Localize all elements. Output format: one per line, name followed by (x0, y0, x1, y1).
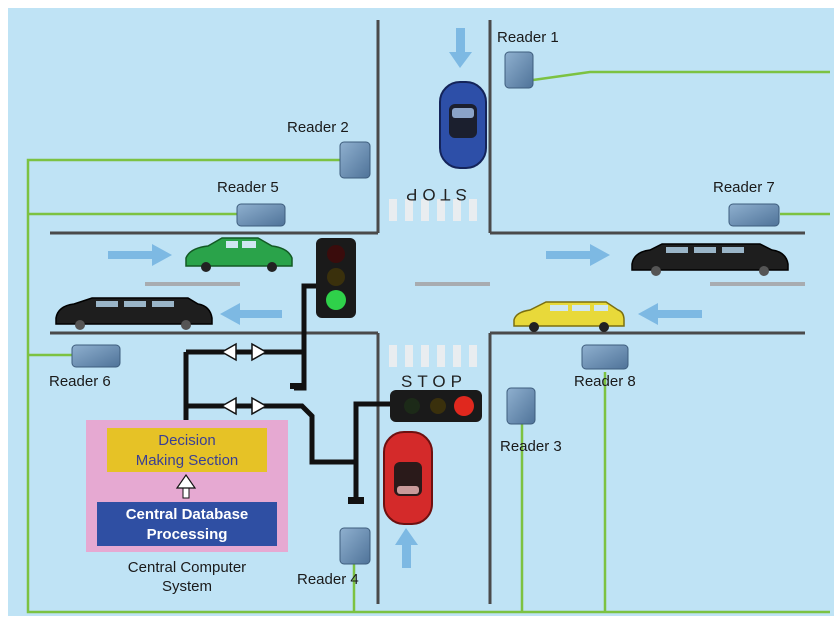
car-yellow-icon (513, 301, 625, 332)
car-green-icon (185, 237, 293, 272)
car-blue-icon (439, 81, 487, 169)
decision-label-line1: Decision (158, 432, 216, 449)
system-label-line2: System (162, 578, 212, 595)
reader-7-icon (728, 203, 780, 227)
arrow-left-icon (638, 303, 702, 325)
system-label-line1: Central Computer (128, 559, 246, 576)
traffic-arrows (108, 28, 702, 568)
arrow-right-icon (546, 244, 610, 266)
reader-1-icon (504, 51, 534, 89)
car-red-icon (383, 431, 433, 525)
arrow-right-icon (108, 244, 172, 266)
reader-2-icon (339, 141, 371, 179)
signal-pole-bases (290, 383, 364, 504)
reader-4-label: Reader 4 (297, 571, 359, 588)
reader-6-label: Reader 6 (49, 373, 111, 390)
crosswalk-top (389, 199, 477, 221)
reader-4-icon (339, 527, 371, 565)
road-edges (50, 20, 805, 604)
stop-marking-top: STOP (401, 185, 467, 204)
limousine-right-icon (631, 243, 789, 276)
database-box (97, 502, 277, 546)
traffic-light-horizontal-icon (390, 390, 482, 422)
crosswalk-bottom (389, 345, 477, 367)
reader-6-icon (71, 344, 121, 368)
data-flow-arrow-icon (175, 473, 197, 499)
database-label-line2: Processing (147, 526, 228, 543)
stop-marking-bottom: STOP (401, 372, 467, 391)
database-label-line1: Central Database (126, 506, 249, 523)
arrow-down-icon (449, 28, 472, 68)
reader-7-label: Reader 7 (713, 179, 775, 196)
rfid-readers (71, 51, 780, 565)
reader-3-label: Reader 3 (500, 438, 562, 455)
reader-8-icon (581, 344, 629, 370)
reader-1-label: Reader 1 (497, 29, 559, 46)
reader-wiring (26, 70, 830, 614)
traffic-light-vertical-icon (316, 238, 356, 318)
decision-box (107, 428, 267, 472)
reader-3-icon (506, 387, 536, 425)
arrow-up-icon (395, 528, 418, 568)
connector-icons (220, 342, 268, 416)
reader-5-label: Reader 5 (217, 179, 279, 196)
arrow-left-icon (220, 303, 282, 325)
decision-label-line2: Making Section (136, 452, 239, 469)
reader-2-label: Reader 2 (287, 119, 349, 136)
reader-8-label: Reader 8 (574, 373, 636, 390)
limousine-left-icon (55, 297, 213, 330)
reader-5-icon (236, 203, 286, 227)
